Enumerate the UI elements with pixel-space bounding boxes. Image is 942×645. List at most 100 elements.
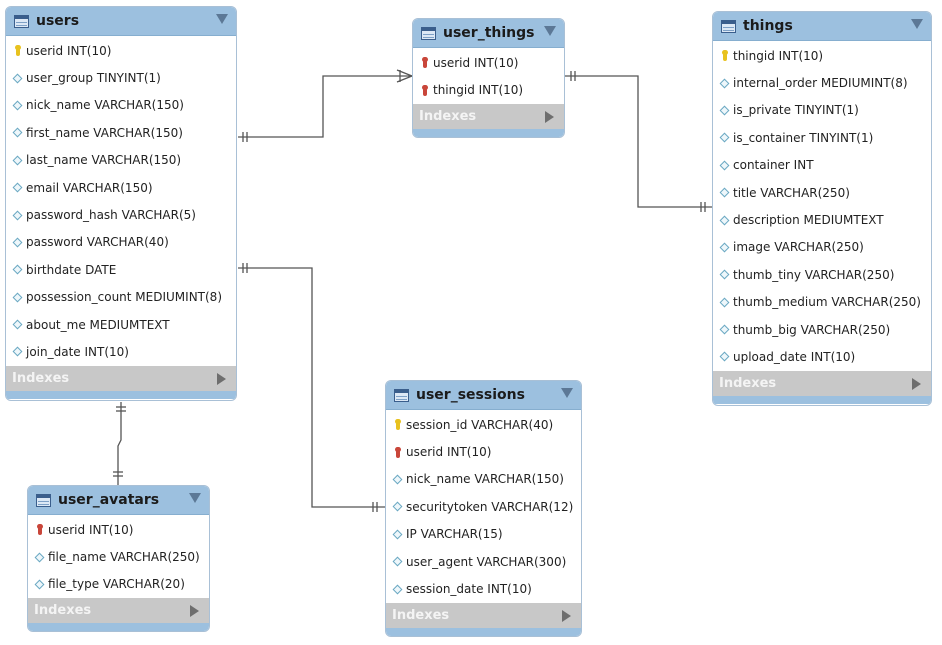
column-diamond-icon (12, 319, 23, 330)
expand-arrow-icon[interactable] (217, 372, 226, 385)
expand-arrow-icon[interactable] (545, 110, 554, 123)
table-header[interactable]: user_things (413, 19, 564, 48)
collapse-arrow-icon[interactable] (544, 26, 556, 36)
column-diamond-icon (719, 352, 730, 362)
field-row[interactable]: nick_name VARCHAR(150) (6, 92, 236, 119)
column-diamond-icon (392, 501, 403, 512)
table-icon (36, 493, 51, 507)
field-row[interactable]: join_date INT(10) (6, 338, 236, 365)
table-footer (28, 623, 209, 631)
indexes-section[interactable]: Indexes (6, 365, 236, 391)
column-diamond-icon (12, 182, 23, 193)
field-row[interactable]: about_me MEDIUMTEXT (6, 311, 236, 338)
column-diamond-icon (719, 187, 730, 198)
column-diamond-icon (34, 552, 45, 563)
table-things[interactable]: things thingid INT(10)internal_order MED… (712, 11, 932, 406)
table-header[interactable]: users (6, 7, 236, 36)
foreign-key-icon (392, 446, 403, 458)
indexes-section[interactable]: Indexes (386, 602, 581, 628)
field-row[interactable]: birthdate DATE (6, 256, 236, 283)
field-row[interactable]: thumb_medium VARCHAR(250) (713, 289, 931, 316)
field-row[interactable]: possession_count MEDIUMINT(8) (6, 284, 236, 311)
collapse-arrow-icon[interactable] (911, 19, 923, 29)
field-row[interactable]: session_date INT(10) (386, 575, 581, 602)
field-row[interactable]: thingid INT(10) (713, 42, 931, 69)
field-row[interactable]: upload_date INT(10) (713, 343, 931, 370)
field-row[interactable]: title VARCHAR(250) (713, 179, 931, 206)
indexes-label: Indexes (392, 607, 450, 623)
column-diamond-icon (12, 73, 23, 84)
table-header[interactable]: user_avatars (28, 486, 209, 515)
field-row[interactable]: userid INT(10) (28, 516, 209, 543)
relationship-users-user-things (238, 69, 413, 142)
field-label: about_me MEDIUMTEXT (26, 317, 170, 332)
indexes-section[interactable]: Indexes (28, 598, 209, 624)
table-icon (721, 19, 736, 33)
table-users[interactable]: users userid INT(10) user_group TINYINT(1… (5, 6, 237, 401)
field-row[interactable]: user_agent VARCHAR(300) (386, 548, 581, 575)
indexes-section[interactable]: Indexes (713, 370, 931, 396)
field-row[interactable]: is_container TINYINT(1) (713, 124, 931, 151)
field-label: thumb_tiny VARCHAR(250) (733, 267, 895, 282)
relationship-users-user-sessions (238, 263, 385, 512)
field-label: is_private TINYINT(1) (733, 103, 859, 118)
expand-arrow-icon[interactable] (562, 609, 571, 622)
table-header[interactable]: user_sessions (386, 381, 581, 410)
field-row[interactable]: is_private TINYINT(1) (713, 97, 931, 124)
field-row[interactable]: user_group TINYINT(1) (6, 64, 236, 91)
field-row[interactable]: container INT (713, 152, 931, 179)
table-icon (421, 26, 436, 40)
field-row[interactable]: first_name VARCHAR(150) (6, 119, 236, 146)
field-row[interactable]: internal_order MEDIUMINT(8) (713, 69, 931, 96)
table-title: things (743, 18, 793, 34)
table-footer (386, 627, 581, 636)
field-row[interactable]: last_name VARCHAR(150) (6, 147, 236, 174)
field-label: image VARCHAR(250) (733, 240, 864, 255)
field-row[interactable]: userid INT(10) (413, 49, 564, 76)
field-row[interactable]: file_name VARCHAR(250) (28, 543, 209, 570)
field-row[interactable]: thumb_tiny VARCHAR(250) (713, 261, 931, 288)
column-diamond-icon (12, 347, 23, 357)
relationship-things-user-things (565, 71, 712, 212)
table-user-things[interactable]: user_things userid INT(10)thingid INT(10… (412, 18, 565, 138)
collapse-arrow-icon[interactable] (561, 388, 573, 398)
column-diamond-icon (719, 269, 730, 280)
field-row[interactable]: description MEDIUMTEXT (713, 206, 931, 233)
field-row[interactable]: file_type VARCHAR(20) (28, 571, 209, 598)
collapse-arrow-icon[interactable] (189, 493, 201, 503)
field-row[interactable]: password_hash VARCHAR(5) (6, 201, 236, 228)
indexes-label: Indexes (12, 370, 70, 386)
indexes-section[interactable]: Indexes (413, 103, 564, 129)
column-diamond-icon (719, 297, 730, 308)
field-row[interactable]: userid INT(10) (386, 438, 581, 465)
column-diamond-icon (392, 529, 403, 540)
field-row[interactable]: session_id VARCHAR(40) (386, 411, 581, 438)
field-row[interactable]: securitytoken VARCHAR(12) (386, 493, 581, 520)
table-title: users (36, 13, 80, 29)
field-row[interactable]: image VARCHAR(250) (713, 234, 931, 261)
field-label: thumb_medium VARCHAR(250) (733, 295, 921, 310)
column-diamond-icon (719, 105, 730, 116)
column-diamond-icon (719, 78, 730, 89)
column-diamond-icon (392, 584, 403, 594)
field-row[interactable]: email VARCHAR(150) (6, 174, 236, 201)
table-header[interactable]: things (713, 12, 931, 41)
expand-arrow-icon[interactable] (190, 605, 199, 618)
field-row[interactable]: password VARCHAR(40) (6, 229, 236, 256)
indexes-label: Indexes (719, 375, 777, 391)
column-diamond-icon (719, 215, 730, 225)
field-row[interactable]: userid INT(10) (6, 37, 236, 64)
column-diamond-icon (719, 160, 730, 171)
expand-arrow-icon[interactable] (912, 377, 921, 390)
field-row[interactable]: thingid INT(10) (413, 76, 564, 103)
table-user-sessions[interactable]: user_sessions session_id VARCHAR(40)user… (385, 380, 582, 637)
table-user-avatars[interactable]: user_avatars userid INT(10)file_name VAR… (27, 485, 210, 632)
field-label: birthdate DATE (26, 262, 117, 277)
indexes-label: Indexes (419, 108, 477, 124)
field-label: userid INT(10) (26, 43, 112, 58)
field-row[interactable]: IP VARCHAR(15) (386, 521, 581, 548)
field-label: description MEDIUMTEXT (733, 213, 884, 228)
field-row[interactable]: nick_name VARCHAR(150) (386, 466, 581, 493)
field-row[interactable]: thumb_big VARCHAR(250) (713, 316, 931, 343)
collapse-arrow-icon[interactable] (216, 14, 228, 24)
